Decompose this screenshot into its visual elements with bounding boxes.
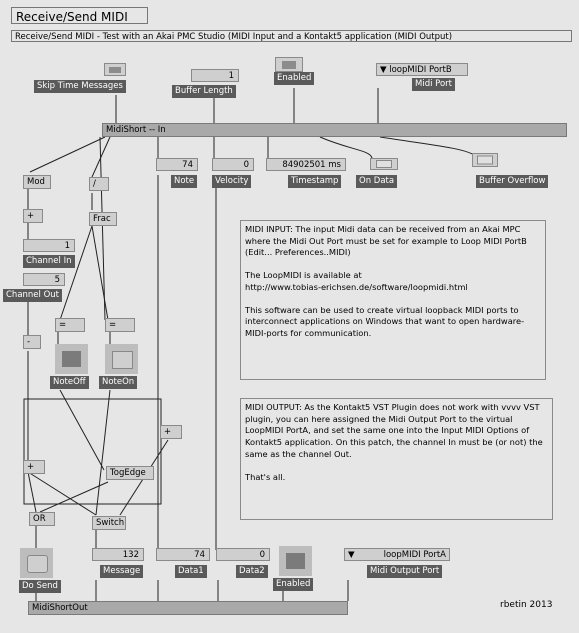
output-enabled-label: Enabled	[273, 578, 314, 591]
equals-node-1[interactable]: =	[55, 318, 85, 332]
note-value[interactable]: 74	[156, 158, 198, 171]
output-enabled-toggle[interactable]	[279, 546, 312, 576]
timestamp-label: Timestamp	[288, 175, 342, 188]
velocity-value[interactable]: 0	[212, 158, 254, 171]
channel-out-value[interactable]: 5	[23, 273, 65, 286]
signature: rbetin 2013	[500, 600, 553, 610]
midi-output-port-label: Midi Output Port	[367, 565, 443, 578]
equals-node-2[interactable]: =	[105, 318, 135, 332]
minus-node[interactable]: -	[23, 335, 41, 349]
midishort-in-label: MidiShort -- In	[106, 125, 166, 135]
midishort-in-node[interactable]: MidiShort -- In	[102, 123, 567, 137]
input-note-para-3: This software can be used to create virt…	[245, 304, 525, 338]
noteon-toggle[interactable]	[105, 344, 138, 374]
plus-node-3[interactable]: +	[160, 425, 182, 439]
or-node[interactable]: OR	[29, 512, 55, 526]
noteoff-label: NoteOff	[50, 376, 89, 389]
chevron-down-icon: ▼	[348, 550, 355, 560]
midi-port-value: loopMIDI PortB	[389, 65, 452, 75]
message-label: Message	[100, 565, 144, 578]
midishortout-label: MidiShortOut	[32, 603, 88, 613]
midi-port-label: Midi Port	[412, 78, 456, 91]
skip-time-toggle[interactable]	[104, 63, 126, 76]
on-data-label: On Data	[356, 175, 398, 188]
divide-node[interactable]: /	[89, 177, 109, 191]
mod-node[interactable]: Mod	[23, 175, 51, 189]
buffer-length-input[interactable]: 1	[191, 69, 239, 82]
plus-node-1[interactable]: +	[23, 209, 43, 223]
midishortout-node[interactable]: MidiShortOut	[28, 601, 348, 615]
midi-port-select[interactable]: ▼ loopMIDI PortB	[376, 63, 468, 76]
midi-input-note: MIDI INPUT: The input Midi data can be r…	[240, 220, 546, 380]
noteon-label: NoteOn	[99, 376, 138, 389]
plus-node-2[interactable]: +	[23, 460, 45, 474]
buffer-overflow-label: Buffer Overflow	[476, 175, 549, 188]
skip-time-label: Skip Time Messages	[34, 80, 126, 93]
data1-label: Data1	[175, 565, 207, 578]
page-subtitle: Receive/Send MIDI - Test with an Akai PM…	[11, 30, 572, 42]
enabled-label: Enabled	[274, 72, 315, 85]
frac-node[interactable]: Frac	[89, 212, 117, 226]
channel-out-label: Channel Out	[3, 289, 63, 302]
do-send-label: Do Send	[19, 580, 61, 593]
noteoff-toggle[interactable]	[55, 344, 88, 374]
chevron-down-icon: ▼	[380, 65, 387, 75]
togedge-node[interactable]: TogEdge	[106, 466, 154, 480]
velocity-label: Velocity	[212, 175, 252, 188]
data1-value[interactable]: 74	[156, 548, 210, 561]
output-note-para-2: That's all.	[245, 471, 286, 482]
midi-output-port-select[interactable]: ▼ loopMIDI PortA	[344, 548, 450, 561]
output-note-para-1: MIDI OUTPUT: As the Kontakt5 VST Plugin …	[245, 402, 546, 459]
channel-in-value[interactable]: 1	[23, 239, 75, 252]
switch-node[interactable]: Switch	[92, 516, 126, 530]
message-value[interactable]: 132	[92, 548, 144, 561]
midi-output-port-value: loopMIDI PortA	[383, 550, 446, 560]
timestamp-value[interactable]: 84902501 ms	[266, 158, 346, 171]
input-note-para-1: MIDI INPUT: The input Midi data can be r…	[245, 224, 530, 258]
enabled-toggle[interactable]	[275, 57, 303, 72]
data2-label: Data2	[236, 565, 268, 578]
do-send-toggle[interactable]	[20, 548, 53, 578]
buffer-overflow-bang[interactable]	[472, 153, 498, 167]
midi-output-note: MIDI OUTPUT: As the Kontakt5 VST Plugin …	[240, 398, 553, 520]
note-label: Note	[171, 175, 198, 188]
window-title: Receive/Send MIDI	[11, 7, 148, 24]
buffer-length-label: Buffer Length	[172, 85, 236, 98]
channel-in-label: Channel In	[23, 255, 75, 268]
on-data-bang[interactable]	[370, 158, 398, 170]
input-note-para-2: The LoopMIDI is available at http://www.…	[245, 270, 468, 292]
data2-value[interactable]: 0	[216, 548, 270, 561]
